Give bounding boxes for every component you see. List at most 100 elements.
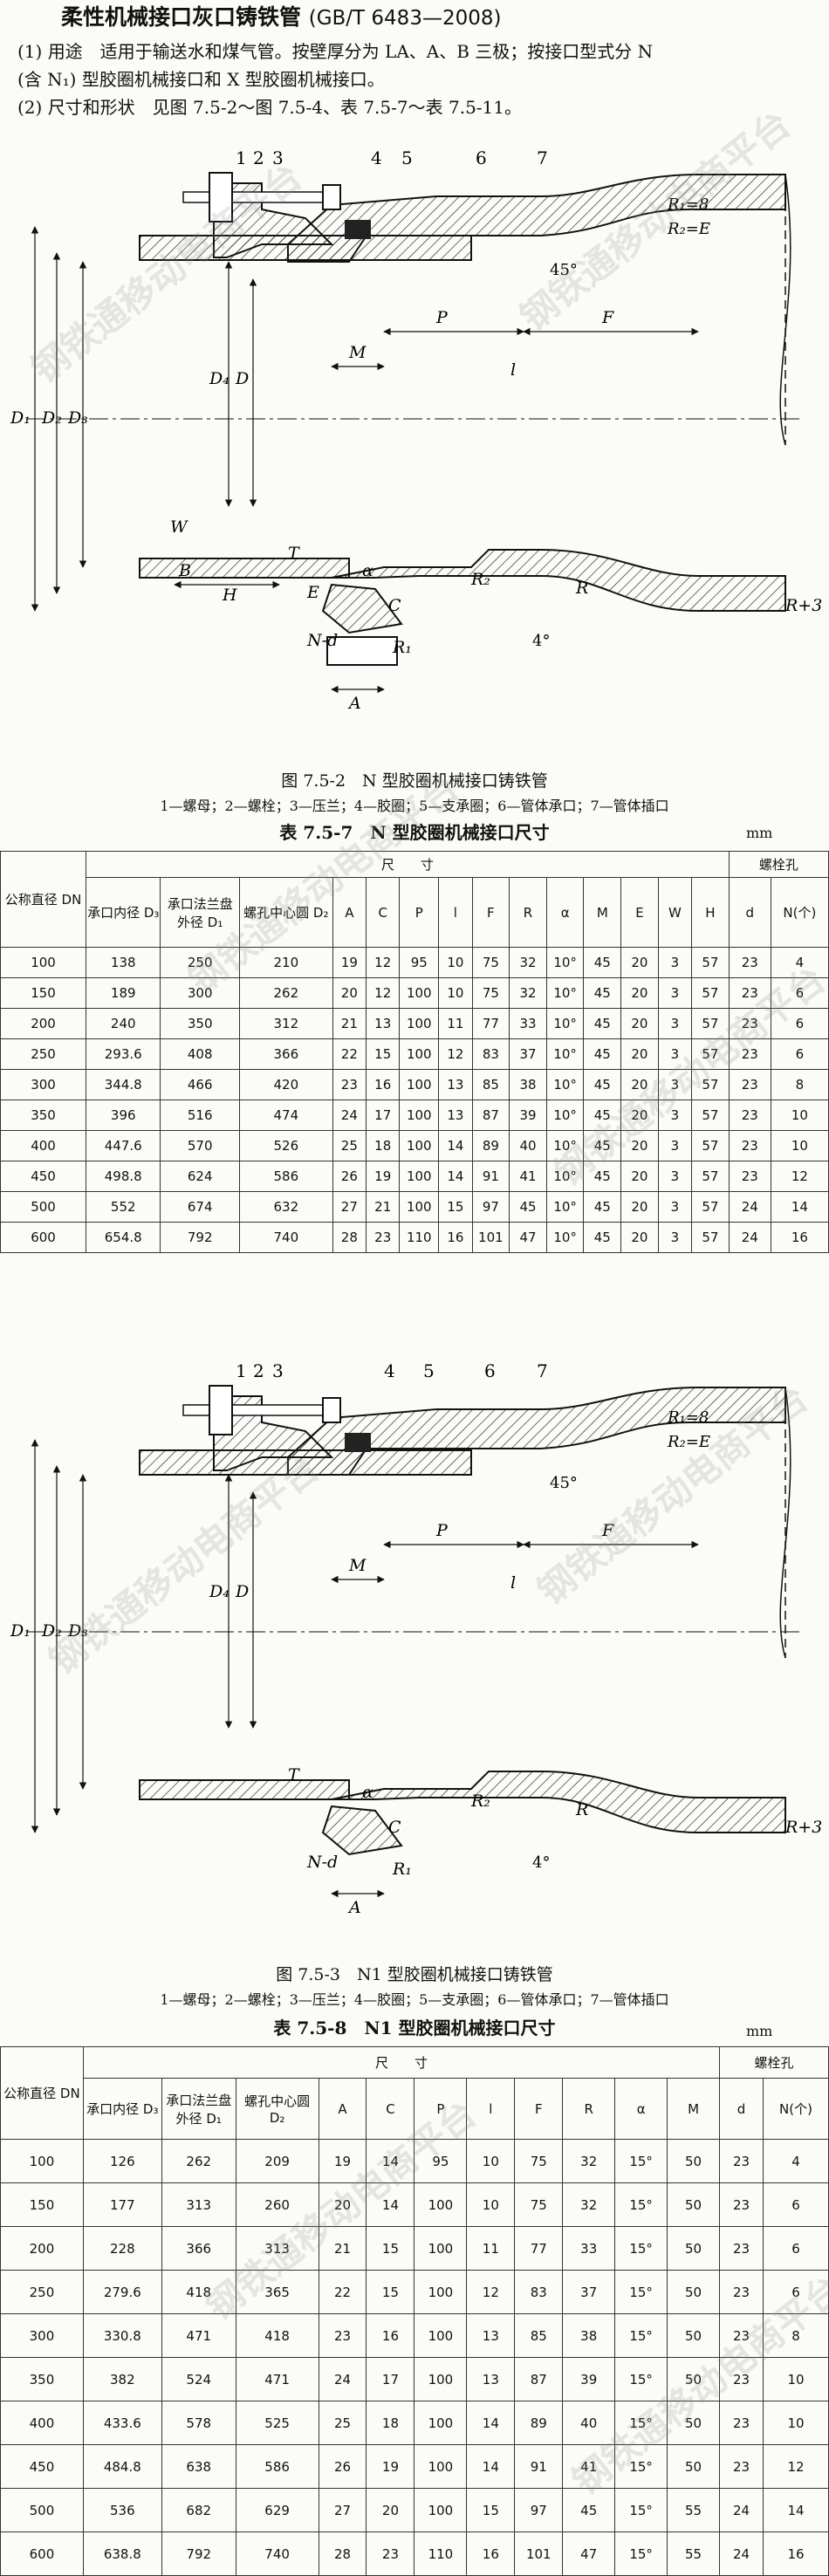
svg-text:4: 4: [371, 147, 382, 168]
table-cell: 15: [466, 2488, 516, 2532]
table-cell: 3: [657, 977, 693, 1009]
table-cell: 57: [691, 1008, 730, 1039]
t2-col-d3: 承口内径 D₃: [82, 2078, 162, 2140]
table-cell: 15°: [614, 2313, 668, 2358]
table-cell: 524: [161, 2357, 236, 2401]
table-cell: 91: [471, 1161, 510, 1192]
table-cell: 14: [438, 1161, 473, 1192]
table-cell: 24: [719, 2488, 764, 2532]
col-n: N(个): [770, 877, 829, 948]
table-cell: 38: [509, 1069, 547, 1100]
table-cell: 228: [82, 2226, 162, 2271]
svg-text:α: α: [362, 561, 373, 580]
svg-text:T: T: [288, 1765, 300, 1785]
table-cell: 578: [161, 2401, 236, 2445]
table-cell: 150: [0, 977, 87, 1009]
table-cell: 10°: [545, 947, 585, 978]
svg-text:D: D: [235, 369, 249, 388]
table-cell: 300: [0, 2313, 84, 2358]
table-cell: 24: [332, 1100, 367, 1131]
table-cell: 20: [620, 1130, 659, 1161]
svg-text:1: 1: [236, 1360, 247, 1381]
table-cell: 498.8: [86, 1161, 161, 1192]
col-w: W: [657, 877, 693, 948]
table-cell: 20: [620, 947, 659, 978]
table-cell: 20: [620, 1191, 659, 1223]
table-cell: 23: [719, 2139, 764, 2183]
svg-text:R₁: R₁: [392, 1860, 412, 1879]
usage-paragraph-cont: (含 N₁) 型胶圈机械接口和 X 型胶圈机械接口。: [17, 69, 385, 90]
table-cell: 26: [318, 2444, 367, 2489]
table2-unit: mm: [746, 2023, 773, 2039]
table-cell: 250: [0, 1038, 87, 1070]
table-cell: 18: [366, 2401, 415, 2445]
table-cell: 450: [0, 1161, 87, 1192]
table-cell: 586: [235, 2444, 319, 2489]
table-cell: 45: [583, 1161, 622, 1192]
table-cell: 740: [239, 1222, 333, 1253]
table-cell: 14: [466, 2444, 516, 2489]
table-cell: 23: [728, 947, 771, 978]
col-d2: 螺孔中心圆 D₂: [239, 877, 333, 948]
svg-text:H: H: [222, 586, 237, 605]
svg-text:C: C: [388, 596, 401, 615]
table-cell: 312: [239, 1008, 333, 1039]
table-cell: 526: [239, 1130, 333, 1161]
table-cell: 55: [667, 2531, 721, 2576]
svg-text:M: M: [348, 1556, 367, 1575]
figure-legend: 1—螺母；2—螺栓；3—压兰；4—胶圈；5—支承圈；6—管体承口；7—管体插口: [160, 798, 669, 814]
table-cell: 586: [239, 1161, 333, 1192]
table-cell: 39: [562, 2357, 616, 2401]
figure2-legend: 1—螺母；2—螺栓；3—压兰；4—胶圈；5—支承圈；6—管体承口；7—管体插口: [160, 1991, 669, 2008]
table-cell: 20: [620, 1038, 659, 1070]
col-a: A: [332, 877, 367, 948]
table-cell: 600: [0, 1222, 87, 1253]
table-cell: 408: [160, 1038, 241, 1070]
table-cell: 14: [466, 2401, 516, 2445]
table-cell: 552: [86, 1191, 161, 1223]
table-cell: 75: [471, 947, 510, 978]
svg-text:3: 3: [272, 147, 284, 168]
table-cell: 792: [160, 1222, 241, 1253]
table-cell: 45: [583, 1100, 622, 1131]
table-cell: 433.6: [82, 2401, 162, 2445]
table-cell: 638.8: [82, 2531, 162, 2576]
table-cell: 110: [399, 1222, 440, 1253]
t2-col-p: P: [414, 2078, 468, 2140]
table-cell: 10°: [545, 1222, 585, 1253]
table-cell: 12: [366, 977, 401, 1009]
table-cell: 21: [332, 1008, 367, 1039]
table-cell: 45: [583, 1008, 622, 1039]
svg-text:N-d: N-d: [306, 1853, 338, 1872]
table-cell: 10: [466, 2139, 516, 2183]
table-cell: 45: [583, 1038, 622, 1070]
table-cell: 33: [562, 2226, 616, 2271]
table-cell: 32: [509, 977, 547, 1009]
t2-col-a: A: [318, 2078, 367, 2140]
table-cell: 792: [161, 2531, 236, 2576]
table-cell: 189: [86, 977, 161, 1009]
svg-text:D₄: D₄: [209, 369, 230, 388]
svg-text:R₂: R₂: [470, 1792, 490, 1811]
table-cell: 77: [514, 2226, 564, 2271]
svg-text:6: 6: [484, 1360, 496, 1381]
table-cell: 6: [762, 2270, 829, 2314]
table-cell: 471: [161, 2313, 236, 2358]
table-cell: 10°: [545, 977, 585, 1009]
table-cell: 300: [0, 1069, 87, 1100]
table-cell: 50: [667, 2357, 721, 2401]
table-cell: 19: [332, 947, 367, 978]
table-cell: 10: [762, 2357, 829, 2401]
t2-col-f: F: [514, 2078, 564, 2140]
table-cell: 23: [728, 1100, 771, 1131]
table-cell: 23: [728, 1008, 771, 1039]
table-cell: 15°: [614, 2444, 668, 2489]
table-cell: 474: [239, 1100, 333, 1131]
table-cell: 3: [657, 1069, 693, 1100]
table-cell: 12: [762, 2444, 829, 2489]
table-cell: 279.6: [82, 2270, 162, 2314]
